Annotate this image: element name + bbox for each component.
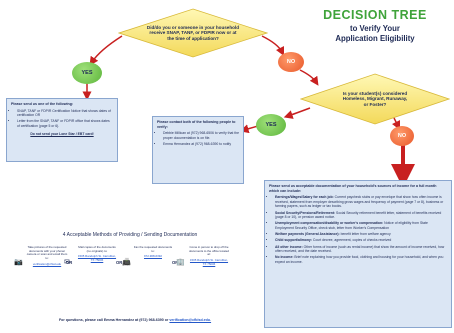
arrow-q1-to-no [261, 35, 285, 57]
question-2-line: or Foster? [363, 101, 387, 107]
method-text: Come in person to drop off the documents… [189, 245, 229, 257]
question-2-text: Is your student(s) considered Homeless, … [325, 82, 425, 116]
question-2-line: Homeless, Migrant, Runaway, [342, 96, 408, 102]
or-label: OR [66, 260, 73, 265]
mail-icon: ✉ [64, 259, 70, 266]
or-label: OR [116, 260, 123, 265]
income-item-heading: Unemployment compensation/disability or … [275, 221, 384, 226]
snap-documentation-box: Please send us one of the following: SNA… [6, 98, 118, 162]
income-item-heading: Child support/alimony: [275, 238, 312, 243]
method-item: Come in person to drop off the documents… [188, 245, 230, 267]
income-item-text: Court decree, agreement, copies of check… [311, 238, 392, 243]
no-circle-2: NO [390, 126, 414, 146]
method-detail[interactable]: verification@cfisd.edu [32, 261, 62, 266]
question-2-diamond: Is your student(s) considered Homeless, … [300, 73, 450, 125]
method-detail[interactable]: 1505 Randolph St. Carrollton, TX 75006 [189, 258, 229, 266]
contact-box: Please contact both of the following peo… [152, 116, 244, 184]
income-item-text: benefit letter from welfare agency [339, 232, 391, 237]
income-item-text: Social Security retirement benefit lette… [275, 210, 442, 220]
income-item-text: Brief note explaining how you provide fo… [275, 255, 444, 264]
page-subtitle: to Verify Your Application Eligibility [300, 24, 450, 44]
income-item: Earnings/Wages/Salary for each job: Curr… [275, 195, 447, 209]
method-item: Take pictures of the requested documents… [26, 245, 68, 267]
camera-icon: 📷 [14, 259, 23, 266]
income-item: Unemployment compensation/disability or … [275, 221, 447, 230]
income-item-text: Notice of eligibility from State Employm… [275, 221, 428, 230]
method-detail[interactable]: 972-968-6392 [143, 254, 162, 259]
method-item: Mail copies of the documents (no origina… [76, 245, 118, 263]
income-item-text: Other forms of income (such as rental in… [275, 244, 445, 254]
method-text: Fax the requested documents to: [133, 245, 173, 253]
income-list: Earnings/Wages/Salary for each job: Curr… [269, 195, 447, 264]
snap-box-header: Please send us one of the following: [11, 102, 74, 106]
subtitle-line-2: Application Eligibility [335, 34, 415, 43]
income-item-heading: Welfare payments (General Assistance): [275, 232, 340, 237]
snap-box-item: Letter from the SNAP, TANF or FDPIR offi… [17, 119, 113, 128]
method-text: Take pictures of the requested documents… [26, 245, 68, 261]
subtitle-line-1: to Verify Your [350, 24, 400, 33]
diamond-shape [118, 8, 268, 58]
arrow-yes2-to-box [239, 124, 259, 134]
office-icon: 🏢 [176, 259, 185, 266]
question-2-line: Is your student(s) considered [342, 90, 408, 96]
footer-email-link[interactable]: verification@cfbisd.edu. [169, 318, 212, 322]
footer: For questions, please call Emma Hernande… [20, 318, 250, 322]
or-label: OR [172, 260, 179, 265]
income-box-header: Please send us acceptable documentation … [269, 184, 437, 193]
income-item: No income: Brief note explaining how you… [275, 255, 447, 264]
question-1-line: Did/do you or someone in your household [146, 24, 240, 30]
income-item: Welfare payments (General Assistance): b… [275, 232, 447, 237]
question-1-line: the time of application? [167, 35, 219, 41]
income-documentation-box: Please send us acceptable documentation … [264, 180, 452, 328]
income-item-heading: Earnings/Wages/Salary for each job: [275, 195, 334, 200]
arrow-q2-to-yes [283, 107, 311, 119]
snap-box-note: Do not send your Lone Star / EBT card! [30, 131, 94, 136]
income-item-text: Current paycheck stubs or pay envelope t… [275, 195, 444, 209]
page-title: DECISION TREE [323, 8, 427, 22]
income-item: Child support/alimony: Court decree, agr… [275, 238, 447, 243]
yes-circle-2: YES [256, 114, 286, 136]
arrow-q1-to-yes [89, 35, 123, 66]
income-item-heading: All other income: [275, 244, 303, 249]
income-item-heading: No income: [275, 255, 294, 260]
question-1-diamond: Did/do you or someone in your household … [118, 8, 268, 58]
footer-text: For questions, please call Emma Hernande… [58, 318, 169, 322]
question-1-text: Did/do you or someone in your household … [143, 16, 243, 50]
contact-box-item: Debbie Millican at (972) 968-6506 to ver… [163, 131, 239, 140]
contact-box-header: Please contact both of the following peo… [157, 120, 236, 129]
income-item: All other income: Other forms of income … [275, 245, 447, 254]
income-item-heading: Social Security/Pensions/Retirement: [275, 210, 336, 215]
method-item: Fax the requested documents to:972-968-6… [132, 245, 174, 259]
no-circle-1: NO [278, 52, 304, 72]
income-item: Social Security/Pensions/Retirement: Soc… [275, 211, 447, 220]
methods-title: 4 Acceptable Methods of Providing / Send… [62, 232, 198, 238]
method-detail[interactable]: 1505 Randolph St. Carrollton, TX 75006 [77, 254, 117, 263]
diamond-shape [300, 73, 450, 125]
arrow-no-to-q2 [299, 69, 319, 86]
contact-box-item: Emma Hernandez at (972) 968-6390 to noti… [163, 142, 239, 147]
question-1-line: receive SNAP, TANF, or FDPIR now or at [149, 30, 237, 36]
arrow-q2-to-no [391, 117, 401, 131]
snap-box-item: SNAP, TANF or FDPIR Certification Notice… [17, 109, 113, 118]
yes-circle-1: YES [72, 62, 102, 84]
fax-icon: 📠 [122, 259, 131, 266]
method-text: Mail copies of the documents (no origina… [78, 245, 116, 253]
